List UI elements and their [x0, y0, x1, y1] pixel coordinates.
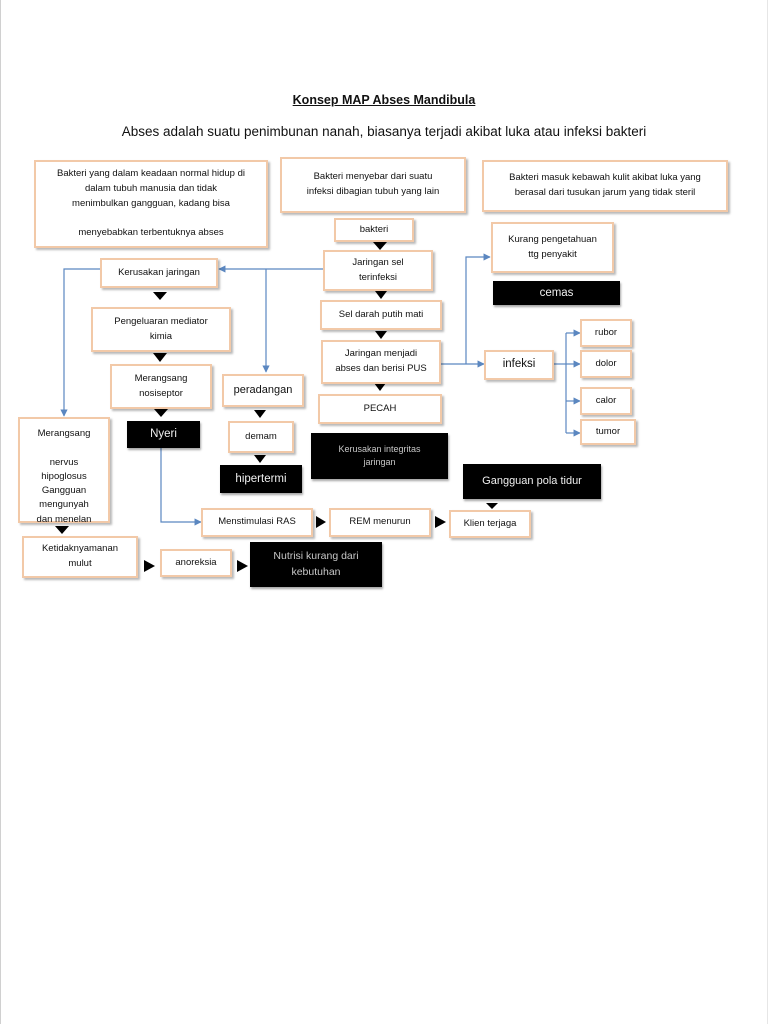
arrowhead-mediator-nosiseptor	[153, 353, 167, 362]
node-bakteri-normal: Bakteri yang dalam keadaan normal hidup …	[34, 160, 268, 248]
node-merangsang-nosiseptor: Merangsang nosiseptor	[110, 364, 212, 409]
node-bakteri-masuk: Bakteri masuk kebawah kulit akibat luka …	[482, 160, 728, 212]
node-calor: calor	[580, 387, 632, 415]
node-pengeluaran-mediator: Pengeluaran mediator kimia	[91, 307, 231, 352]
connector-to-ras	[160, 444, 202, 526]
arrowhead-rem-klien	[435, 516, 446, 528]
node-klien-terjaga: Klien terjaga	[449, 510, 531, 538]
node-tumor: tumor	[580, 419, 636, 445]
arrowhead-klien-gangguan	[486, 503, 498, 509]
node-rem-menurun: REM menurun	[329, 508, 431, 537]
node-dolor: dolor	[580, 350, 632, 378]
node-rubor: rubor	[580, 319, 632, 347]
node-gangguan-pola-tidur: Gangguan pola tidur	[463, 464, 601, 499]
node-kerusakan-jaringan: Kerusakan jaringan	[100, 258, 218, 288]
arrowhead-demam-hipertermi	[254, 455, 266, 463]
page-edge-left	[0, 0, 1, 1024]
node-infeksi: infeksi	[484, 350, 554, 380]
node-gangguan-mengunyah-label: Gangguan mengunyah dan menelan	[36, 485, 92, 525]
arrowhead-nervus-ketidaknyamanan	[55, 526, 69, 534]
arrowhead-jaringan-sel	[375, 291, 387, 299]
connector-to-kurang-pengetahuan	[465, 253, 491, 364]
page-subtitle: Abses adalah suatu penimbunan nanah, bia…	[121, 124, 647, 139]
node-cemas: cemas	[493, 281, 620, 305]
node-menstimulasi-ras: Menstimulasi RAS	[201, 508, 313, 537]
node-ketidaknyamanan: Ketidaknyamanan mulut	[22, 536, 138, 578]
arrowhead-sel-abses	[375, 331, 387, 339]
node-hipertermi: hipertermi	[220, 465, 302, 493]
arrowhead-ketidaknyamanan-anoreksia	[144, 560, 155, 572]
node-peradangan: peradangan	[222, 374, 304, 407]
node-kurang-pengetahuan: Kurang pengetahuan ttg penyakit	[491, 222, 614, 273]
node-merangsang-nervus-label: Merangsang nervus hipoglosus	[37, 428, 91, 482]
node-jaringan-sel: Jaringan sel terinfeksi	[323, 250, 433, 291]
node-jaringan-abses: Jaringan menjadi abses dan berisi PUS	[321, 340, 441, 384]
arrowhead-anoreksia-nutrisi	[237, 560, 248, 572]
node-merangsang-nervus: Merangsang nervus hipoglosus Gangguan me…	[18, 417, 110, 525]
arrowhead-bakteri-jaringan	[373, 242, 387, 250]
node-nyeri: Nyeri	[127, 421, 200, 448]
node-sel-darah: Sel darah putih mati	[320, 300, 442, 330]
arrowhead-nosiseptor-nyeri	[154, 409, 168, 417]
arrowhead-ras-rem	[316, 516, 326, 528]
node-demam: demam	[228, 421, 294, 453]
node-kerusakan-integritas: Kerusakan integritas jaringan	[311, 433, 448, 479]
node-bakteri: bakteri	[334, 218, 414, 242]
arrowhead-kerusakan-mediator	[153, 292, 167, 300]
node-nutrisi: Nutrisi kurang dari kebutuhan	[250, 542, 382, 587]
connector-kerusakan-to-nervus	[60, 268, 100, 417]
arrowhead-abses-pecah	[374, 383, 386, 391]
arrowhead-peradangan-demam	[254, 410, 266, 418]
node-bakteri-menyebar: Bakteri menyebar dari suatu infeksi diba…	[280, 157, 466, 213]
node-pecah: PECAH	[318, 394, 442, 424]
node-anoreksia: anoreksia	[160, 549, 232, 577]
page-title: Konsep MAP Abses Mandibula	[292, 93, 476, 107]
